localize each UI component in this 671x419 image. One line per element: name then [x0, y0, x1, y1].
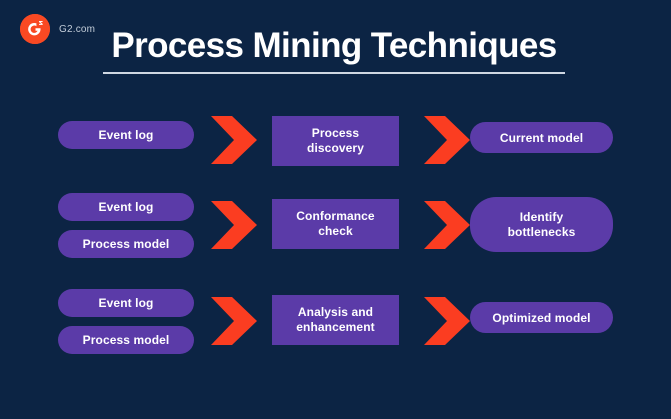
technique-line-1: Process: [311, 126, 360, 140]
process-flow-diagram: Event log Process discovery Current: [0, 96, 671, 419]
output-label: Current model: [499, 130, 584, 145]
row2-inputs: Event log Process model: [58, 193, 194, 258]
page-title: Process Mining Techniques: [111, 26, 557, 65]
technique-line-2: enhancement: [296, 320, 375, 334]
input-pill-event-log[interactable]: Event log: [58, 193, 194, 221]
output-box-identify-bottlenecks[interactable]: Identify bottlenecks: [470, 197, 613, 252]
output-line-1: Identify: [519, 209, 564, 224]
technique-box-analysis-enhancement[interactable]: Analysis and enhancement: [272, 295, 399, 345]
technique-line-2: discovery: [307, 141, 364, 155]
flow-row-analysis-enhancement: Event log Process model Analysis and enh…: [0, 280, 671, 370]
input-pill-process-model[interactable]: Process model: [58, 230, 194, 258]
flow-arrow-1-icon: [210, 199, 258, 251]
input-pill-event-log[interactable]: Event log: [58, 289, 194, 317]
g2-logo-icon: [20, 14, 50, 44]
flow-arrow-1-icon: [210, 295, 258, 347]
header: G2.com Process Mining Techniques: [0, 0, 671, 96]
flow-arrow-2-icon: [423, 114, 471, 166]
title-divider: [103, 72, 565, 74]
flow-row-process-discovery: Event log Process discovery Current: [0, 105, 671, 175]
brand-name: G2.com: [59, 23, 96, 35]
output-label: Optimized model: [492, 310, 591, 325]
input-pill-process-model[interactable]: Process model: [58, 326, 194, 354]
technique-box-process-discovery[interactable]: Process discovery: [272, 116, 399, 166]
row1-inputs: Event log: [58, 121, 194, 149]
technique-box-conformance-check[interactable]: Conformance check: [272, 199, 399, 249]
technique-line-1: Analysis and: [297, 305, 374, 319]
output-pill-optimized-model[interactable]: Optimized model: [470, 302, 613, 333]
flow-arrow-1-icon: [210, 114, 258, 166]
output-line-2: bottlenecks: [507, 224, 576, 239]
row3-inputs: Event log Process model: [58, 289, 194, 354]
flow-row-conformance-check: Event log Process model Conformance chec…: [0, 182, 671, 272]
title-block: Process Mining Techniques: [103, 24, 565, 74]
technique-line-1: Conformance: [296, 209, 375, 223]
technique-line-2: check: [318, 224, 353, 238]
output-pill-current-model[interactable]: Current model: [470, 122, 613, 153]
input-pill-event-log[interactable]: Event log: [58, 121, 194, 149]
flow-arrow-2-icon: [423, 199, 471, 251]
flow-arrow-2-icon: [423, 295, 471, 347]
brand[interactable]: G2.com: [20, 14, 95, 44]
